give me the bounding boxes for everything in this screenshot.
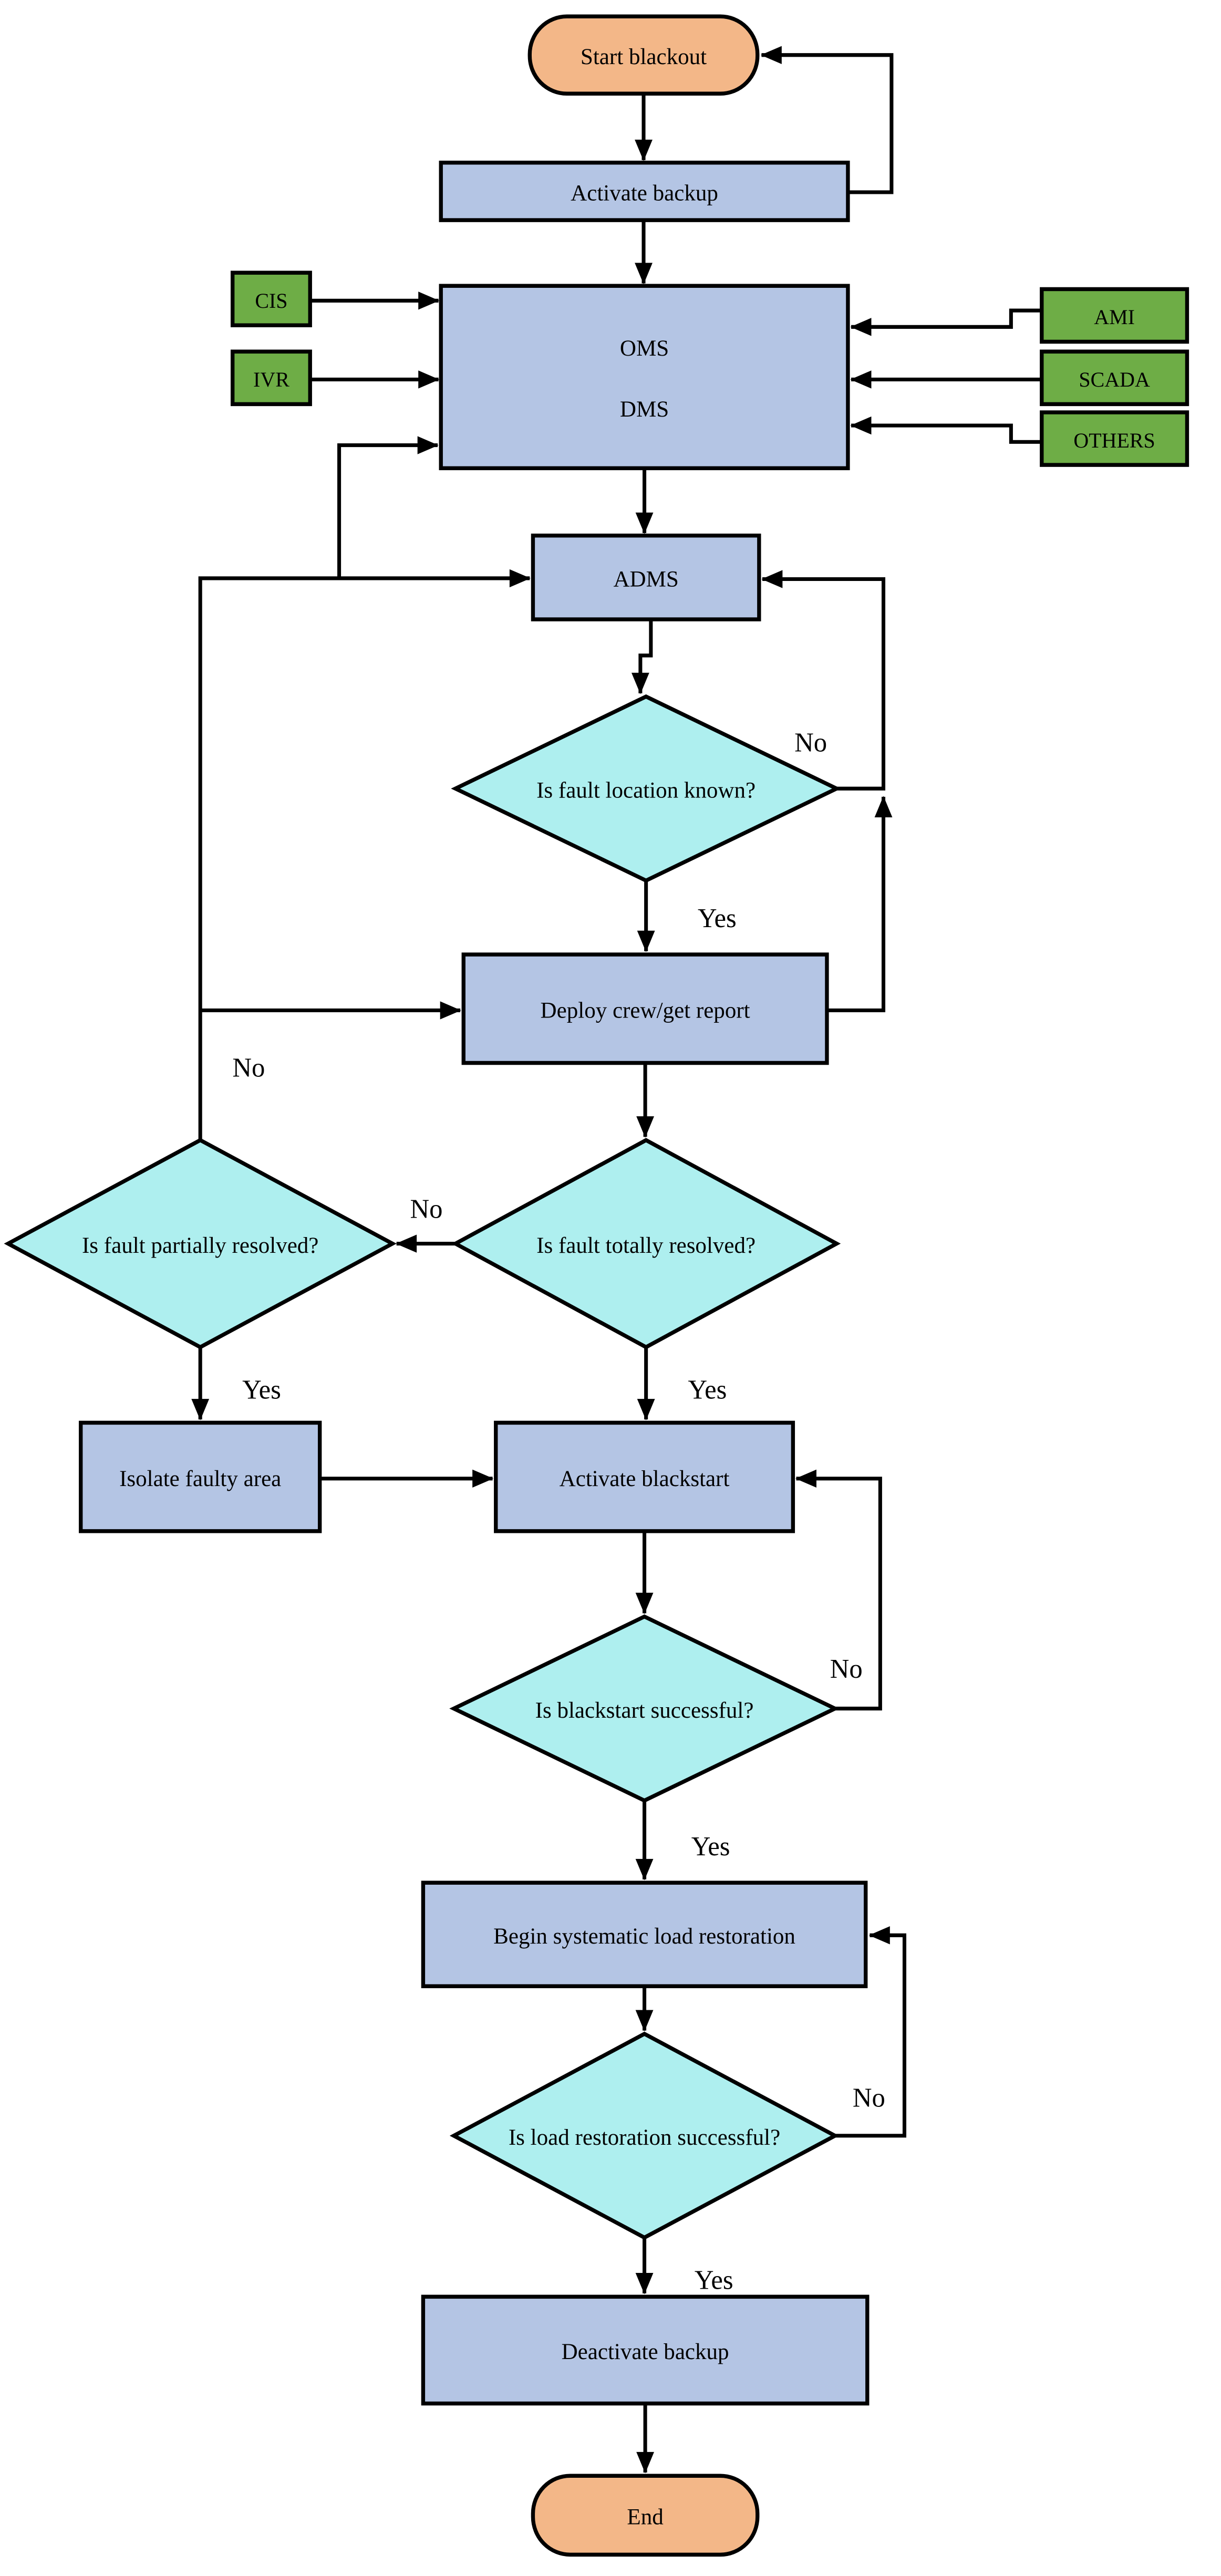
blackstart-successful-label: Is blackstart successful? bbox=[535, 1698, 754, 1723]
deploy-crew-shape bbox=[461, 952, 829, 1065]
label-fault-totally-yes: Yes bbox=[688, 1375, 727, 1405]
oms-label: OMS bbox=[620, 336, 669, 361]
edge-activate-backup-feedback-to-start bbox=[760, 46, 894, 194]
start-terminator-shape bbox=[527, 14, 760, 96]
cis-label: CIS bbox=[255, 289, 287, 313]
start-label: Start blackout bbox=[581, 44, 707, 69]
label-fault-location-yes: Yes bbox=[698, 903, 737, 933]
node-oms-dms: OMS DMS bbox=[439, 284, 850, 471]
label-fault-partially-no: No bbox=[232, 1053, 265, 1083]
node-restoration-successful: Is load restoration successful? bbox=[449, 2031, 840, 2240]
isolate-faulty-area-shape bbox=[79, 1420, 322, 1533]
ami-shape bbox=[1040, 287, 1189, 344]
node-end: End bbox=[531, 2474, 760, 2557]
ivr-label: IVR bbox=[253, 368, 289, 391]
edge-blackstart-successful-no-loop bbox=[795, 1469, 882, 1711]
deactivate-backup-shape bbox=[421, 2294, 870, 2406]
others-shape bbox=[1040, 410, 1189, 467]
node-scada: SCADA bbox=[1040, 349, 1189, 407]
label-restoration-yes: Yes bbox=[695, 2265, 733, 2295]
oms-dms-shape bbox=[439, 284, 850, 471]
node-cis: CIS bbox=[230, 271, 312, 328]
blackstart-successful-shape bbox=[449, 1614, 840, 1803]
node-ivr: IVR bbox=[230, 349, 312, 407]
dms-label: DMS bbox=[620, 397, 669, 422]
edge-others-to-oms-dms bbox=[850, 416, 1042, 444]
node-deploy-crew: Deploy crew/get report bbox=[461, 952, 829, 1065]
node-start: Start blackout bbox=[527, 14, 760, 96]
node-ami: AMI bbox=[1040, 287, 1189, 344]
restoration-successful-shape bbox=[449, 2031, 840, 2240]
end-label: End bbox=[627, 2504, 664, 2529]
edge-fault-partially-resolved-no-up-to-adms bbox=[198, 569, 531, 1140]
restoration-successful-label: Is load restoration successful? bbox=[509, 2125, 780, 2150]
load-restoration-label: Begin systematic load restoration bbox=[493, 1924, 795, 1949]
node-isolate-faulty-area: Isolate faulty area bbox=[79, 1420, 322, 1533]
edge-fault-partially-resolved-no-branch-to-oms-dms bbox=[337, 436, 439, 578]
cis-shape bbox=[230, 271, 312, 328]
deactivate-backup-label: Deactivate backup bbox=[562, 2339, 729, 2364]
scada-shape bbox=[1040, 349, 1189, 407]
activate-backup-shape bbox=[439, 160, 850, 222]
edge-adms-to-fault-location-known bbox=[631, 619, 653, 694]
end-terminator-shape bbox=[531, 2474, 760, 2557]
edge-deploy-crew-feedback-up bbox=[826, 796, 893, 1013]
adms-shape bbox=[531, 533, 761, 621]
edge-fault-location-known-no-to-adms bbox=[761, 570, 886, 791]
ami-label: AMI bbox=[1094, 305, 1135, 329]
node-activate-blackstart: Activate blackstart bbox=[494, 1420, 795, 1533]
load-restoration-shape bbox=[421, 1881, 868, 1988]
edges bbox=[191, 46, 1042, 2474]
label-fault-partially-yes: Yes bbox=[242, 1375, 281, 1405]
label-restoration-no: No bbox=[853, 2083, 885, 2113]
fault-totally-resolved-label: Is fault totally resolved? bbox=[536, 1232, 756, 1258]
fault-partially-resolved-shape bbox=[4, 1138, 397, 1349]
label-fault-location-no: No bbox=[794, 728, 827, 757]
fault-totally-resolved-shape bbox=[451, 1138, 841, 1349]
activate-backup-label: Activate backup bbox=[571, 180, 718, 205]
activate-blackstart-shape bbox=[494, 1420, 795, 1533]
fault-location-known-shape bbox=[451, 694, 841, 883]
fault-location-known-label: Is fault location known? bbox=[536, 777, 756, 803]
nodes: Start blackout Activate backup OMS DMS C… bbox=[4, 14, 1189, 2557]
activate-blackstart-label: Activate blackstart bbox=[560, 1466, 730, 1491]
node-activate-backup: Activate backup bbox=[439, 160, 850, 222]
others-label: OTHERS bbox=[1073, 428, 1155, 452]
node-adms: ADMS bbox=[531, 533, 761, 621]
label-blackstart-yes: Yes bbox=[691, 1832, 730, 1862]
node-load-restoration: Begin systematic load restoration bbox=[421, 1881, 868, 1988]
label-fault-totally-no: No bbox=[410, 1194, 443, 1224]
isolate-faulty-area-label: Isolate faulty area bbox=[119, 1466, 281, 1491]
adms-label: ADMS bbox=[613, 566, 678, 591]
edge-ami-to-oms-dms bbox=[850, 308, 1042, 336]
label-blackstart-no: No bbox=[830, 1654, 863, 1684]
ivr-shape bbox=[230, 349, 312, 407]
node-fault-location-known: Is fault location known? bbox=[451, 694, 841, 883]
node-deactivate-backup: Deactivate backup bbox=[421, 2294, 870, 2406]
node-fault-partially-resolved: Is fault partially resolved? bbox=[4, 1138, 397, 1349]
fault-partially-resolved-label: Is fault partially resolved? bbox=[82, 1232, 318, 1258]
node-others: OTHERS bbox=[1040, 410, 1189, 467]
node-fault-totally-resolved: Is fault totally resolved? bbox=[451, 1138, 841, 1349]
edge-labels: No Yes No Yes No Yes No Yes No Yes bbox=[232, 728, 885, 2295]
node-blackstart-successful: Is blackstart successful? bbox=[449, 1614, 840, 1803]
scada-label: SCADA bbox=[1079, 368, 1150, 391]
deploy-crew-label: Deploy crew/get report bbox=[541, 998, 750, 1023]
edge-restoration-successful-no-loop bbox=[835, 1926, 907, 2138]
